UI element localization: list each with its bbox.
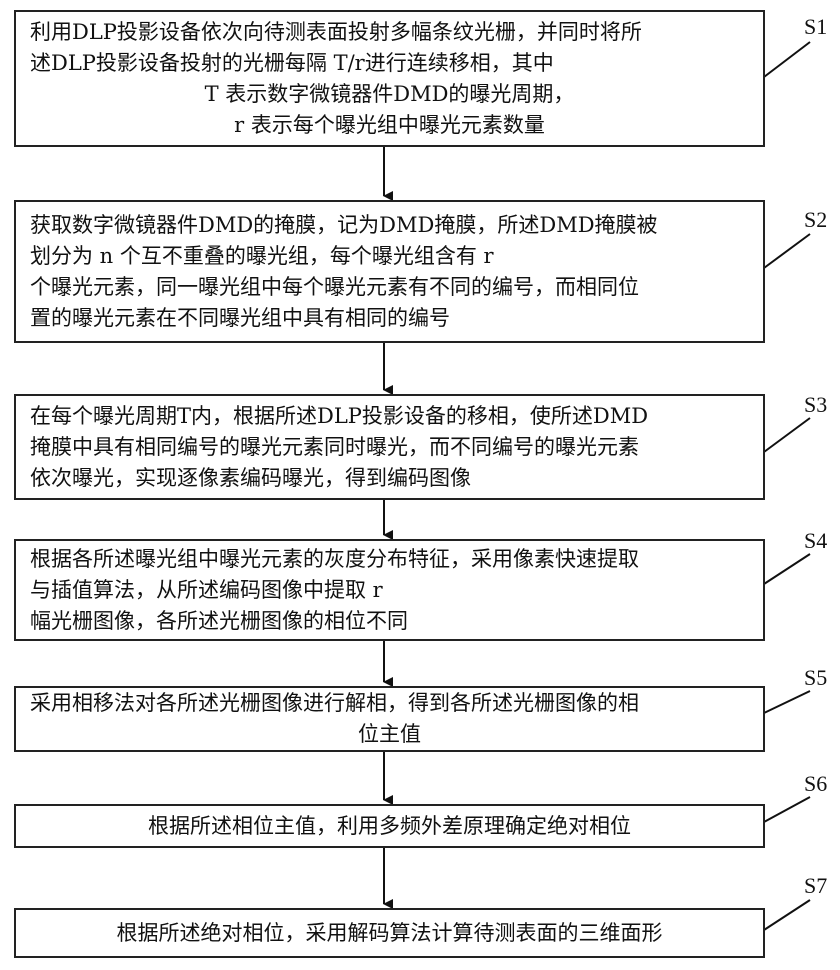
step-s2-line-3: 个曝光元素，同一曝光组中每个曝光元素有不同的编号，而相同位	[30, 272, 749, 303]
step-s2-line-4: 置的曝光元素在不同曝光组中具有相同的编号	[30, 303, 749, 334]
step-box-s3: 在每个曝光周期T内，根据所述DLP投影设备的移相，使所述DMD 掩膜中具有相同编…	[14, 394, 765, 500]
leader-s2	[764, 234, 810, 268]
step-label-s7: S7	[804, 873, 827, 899]
step-s4-line-3: 幅光栅图像，各所述光栅图像的相位不同	[30, 606, 749, 637]
step-label-s3: S3	[804, 392, 827, 418]
step-label-s5: S5	[804, 665, 827, 691]
step-s7-line-1: 根据所述绝对相位，采用解码算法计算待测表面的三维面形	[30, 918, 749, 949]
leader-s3	[764, 418, 810, 452]
step-s4-line-2: 与插值算法，从所述编码图像中提取 r	[30, 575, 749, 606]
step-s3-line-3: 依次曝光，实现逐像素编码曝光，得到编码图像	[30, 463, 749, 494]
step-label-s6: S6	[804, 771, 827, 797]
step-s1-line-3: T 表示数字微镜器件DMD的曝光周期，	[30, 79, 749, 110]
step-box-s7: 根据所述绝对相位，采用解码算法计算待测表面的三维面形	[14, 908, 765, 958]
step-s6-line-1: 根据所述相位主值，利用多频外差原理确定绝对相位	[30, 811, 749, 842]
step-box-s1: 利用DLP投影设备依次向待测表面投射多幅条纹光栅，并同时将所 述DLP投影设备投…	[14, 10, 765, 147]
step-box-s6: 根据所述相位主值，利用多频外差原理确定绝对相位	[14, 804, 765, 848]
leader-s4	[764, 554, 810, 584]
step-s4-line-1: 根据各所述曝光组中曝光元素的灰度分布特征，采用像素快速提取	[30, 544, 749, 575]
step-label-s2: S2	[804, 207, 827, 233]
step-s5-line-2: 位主值	[30, 719, 749, 750]
leader-s7	[764, 900, 810, 930]
step-s2-line-1: 获取数字微镜器件DMD的掩膜，记为DMD掩膜，所述DMD掩膜被	[30, 210, 749, 241]
leader-s5	[764, 691, 810, 713]
step-box-s4: 根据各所述曝光组中曝光元素的灰度分布特征，采用像素快速提取 与插值算法，从所述编…	[14, 539, 765, 641]
step-label-s4: S4	[804, 528, 827, 554]
step-s1-line-1: 利用DLP投影设备依次向待测表面投射多幅条纹光栅，并同时将所	[30, 17, 749, 48]
step-s3-line-1: 在每个曝光周期T内，根据所述DLP投影设备的移相，使所述DMD	[30, 401, 749, 432]
step-s1-line-2: 述DLP投影设备投射的光栅每隔 T/r进行连续移相，其中	[30, 48, 749, 79]
step-label-s1: S1	[804, 14, 827, 40]
leader-s6	[764, 797, 810, 822]
step-s5-line-1: 采用相移法对各所述光栅图像进行解相，得到各所述光栅图像的相	[30, 688, 749, 719]
step-s2-line-2: 划分为 n 个互不重叠的曝光组，每个曝光组含有 r	[30, 241, 749, 272]
step-s1-line-4: r 表示每个曝光组中曝光元素数量	[30, 110, 749, 141]
leader-s1	[764, 42, 810, 77]
step-s3-line-2: 掩膜中具有相同编号的曝光元素同时曝光，而不同编号的曝光元素	[30, 432, 749, 463]
step-box-s2: 获取数字微镜器件DMD的掩膜，记为DMD掩膜，所述DMD掩膜被 划分为 n 个互…	[14, 200, 765, 343]
step-box-s5: 采用相移法对各所述光栅图像进行解相，得到各所述光栅图像的相 位主值	[14, 686, 765, 752]
